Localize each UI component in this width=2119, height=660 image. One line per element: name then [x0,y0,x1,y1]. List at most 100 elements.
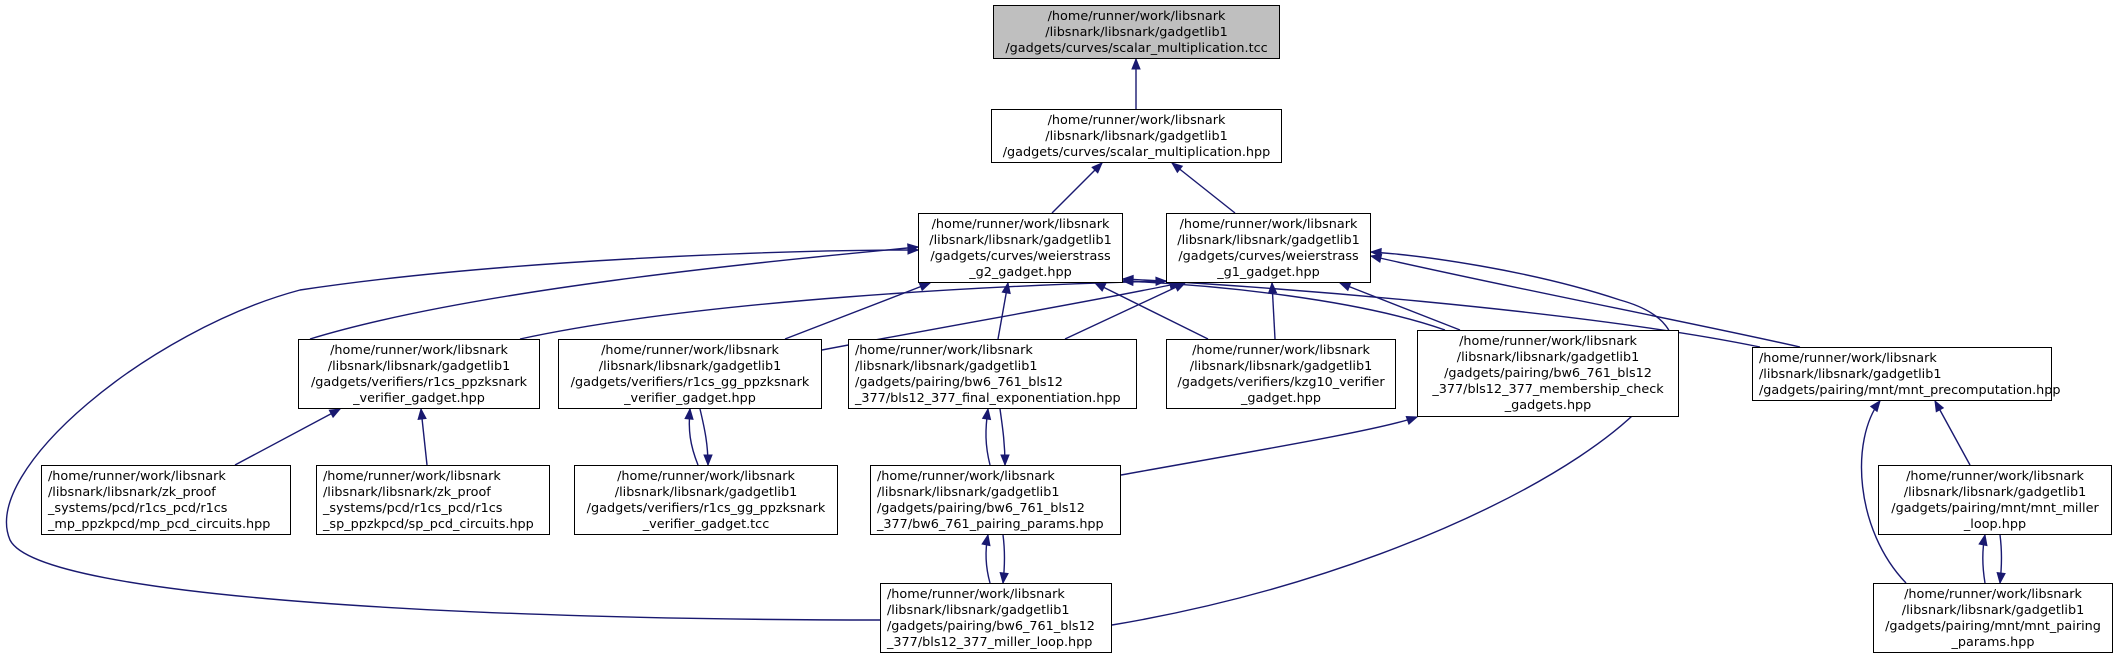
node-line: /gadgets/verifiers/r1cs_ppzksnark [311,375,527,390]
edge-mnt_miller_loop-to-mnt_precomp [1934,399,1971,466]
node-line: _sp_ppzkpcd/sp_pcd_circuits.hpp [323,517,534,532]
node-line: _gadgets.hpp [1504,398,1592,413]
node-line: /home/runner/work/libsnark [931,217,1110,232]
edge-line [1171,162,1236,214]
node-scalar-multiplication-tcc[interactable]: /home/runner/work/libsnark /libsnark/lib… [993,5,1280,59]
node-mnt-precomputation[interactable]: /home/runner/work/libsnark /libsnark/lib… [1752,347,2061,401]
node-line: /home/runner/work/libsnark [1759,351,1937,366]
edge-arrowhead [417,407,427,420]
edge-bw6_miller_loop-to-bw6_pairing_params [981,533,991,584]
node-r1cs-gg-ppzksnark-verifier-gadget-tcc[interactable]: /home/runner/work/libsnark /libsnark/lib… [574,465,838,535]
node-line: /home/runner/work/libsnark [323,469,501,484]
edge-r1cs_ppzksnark_verifier-to-weier_g2 [309,243,920,340]
edge-r1cs_ppzksnark_verifier-to-weier_g1 [519,276,1168,340]
edge-arrowhead [981,407,992,421]
node-weierstrass-g1-gadget[interactable]: /home/runner/work/libsnark /libsnark/lib… [1166,213,1371,283]
node-line: /gadgets/pairing/bw6_761_bls12 [887,619,1095,634]
edge-arrowhead [1369,247,1382,258]
edge-arrowhead [1173,282,1187,292]
edge-line [519,280,1167,340]
node-line: /libsnark/libsnark/gadgetlib1 [1759,367,1942,382]
node-line: /libsnark/libsnark/gadgetlib1 [1903,485,2087,500]
node-line: /home/runner/work/libsnark [1904,587,2082,602]
node-line: _verifier_gadget.hpp [624,391,756,406]
node-line: /gadgets/pairing/bw6_761_bls12 [877,501,1085,516]
edge-bw6_miller_loop-to-weier_g2 [5,245,920,621]
edge-r1cs_gg_verifier_hpp-to-weier_g2 [784,282,932,340]
node-bw6-761-pairing-params[interactable]: /home/runner/work/libsnark /libsnark/lib… [870,465,1121,535]
edge-line [1339,282,1461,331]
node-kzg10-verifier-gadget[interactable]: /home/runner/work/libsnark /libsnark/lib… [1166,339,1396,409]
node-line: /home/runner/work/libsnark [877,469,1055,484]
edge-arrowhead [1091,162,1103,174]
edge-mnt_miller_loop-to-mnt_pairing_params [1996,534,2006,585]
node-line: _gadget.hpp [1241,391,1321,406]
edge-bw6_miller_loop-to-weier_g1 [1111,247,1675,626]
node-line: /libsnark/libsnark/gadgetlib1 [887,603,1070,618]
edge-arrowhead [907,245,920,255]
node-line: /gadgets/verifiers/r1cs_gg_ppzksnark [586,501,826,516]
node-line: _g2_gadget.hpp [969,265,1072,280]
node-sp-pcd-circuits[interactable]: /home/runner/work/libsnark /libsnark/lib… [316,465,550,535]
edge-arrowhead [1869,399,1881,413]
edge-line [1370,255,1801,348]
node-line: /libsnark/libsnark/gadgetlib1 [1901,603,2085,618]
node-mp-pcd-circuits[interactable]: /home/runner/work/libsnark /libsnark/lib… [41,465,291,535]
edge-kzg10_verifier-to-weier_g1 [1267,281,1278,340]
node-line: /home/runner/work/libsnark [1047,9,1226,24]
edge-line [234,408,341,466]
edge-mnt_pairing_params-to-mnt_precomp [1860,399,1907,584]
node-line: /home/runner/work/libsnark [48,469,226,484]
edge-r1cs_gg_verifier_tcc-to-r1cs_gg_verifier_hpp [684,407,699,466]
node-line: /gadgets/pairing/bw6_761_bls12 [855,375,1063,390]
edge-line [1094,282,1209,340]
edge-arrowhead [1000,454,1010,467]
node-line: /libsnark/libsnark/zk_proof [323,485,491,500]
edge-line [309,246,919,340]
edge-line [1051,162,1103,214]
node-bls12-377-miller-loop[interactable]: /home/runner/work/libsnark /libsnark/lib… [880,583,1112,653]
node-line: /libsnark/libsnark/zk_proof [48,485,216,500]
node-line: /home/runner/work/libsnark [330,343,508,358]
node-weierstrass-g2-gadget[interactable]: /home/runner/work/libsnark /libsnark/lib… [918,213,1123,283]
node-bls12-377-membership-check-gadgets[interactable]: /home/runner/work/libsnark /libsnark/lib… [1417,330,1679,417]
edge-bw6_final_exp-to-bw6_pairing_params [999,408,1010,467]
node-r1cs-gg-ppzksnark-verifier-gadget-hpp[interactable]: /home/runner/work/libsnark /libsnark/lib… [558,339,822,409]
node-line: /libsnark/libsnark/gadgetlib1 [1045,25,1228,40]
edge-mp_pcd-to-r1cs_ppzksnark_verifier [234,408,342,466]
edge-arrowhead [1170,162,1184,174]
edge-mnt_pairing_params-to-mnt_miller_loop [1978,533,1988,584]
edge-line [821,282,1181,351]
node-line: /libsnark/libsnark/gadgetlib1 [855,359,1038,374]
node-line: _377/bw6_761_pairing_params.hpp [877,517,1104,532]
node-r1cs-ppzksnark-verifier-gadget[interactable]: /home/runner/work/libsnark /libsnark/lib… [298,339,540,409]
edge-arrowhead [918,282,932,292]
node-scalar-multiplication-hpp[interactable]: /home/runner/work/libsnark /libsnark/lib… [991,109,1282,163]
node-line: _verifier_gadget.hpp [353,391,485,406]
node-line: /home/runner/work/libsnark [887,587,1065,602]
edge-scalar_hpp-to-scalar_tcc [1131,57,1141,109]
node-line: /home/runner/work/libsnark [855,343,1033,358]
node-line: /gadgets/curves/weierstrass [1178,249,1359,264]
node-mnt-pairing-params[interactable]: /home/runner/work/libsnark /libsnark/lib… [1873,583,2113,653]
node-line: /libsnark/libsnark/gadgetlib1 [327,359,511,374]
node-line: _systems/pcd/r1cs_pcd/r1cs [323,501,503,516]
node-line: /home/runner/work/libsnark [1459,334,1637,349]
node-line: /libsnark/libsnark/gadgetlib1 [1177,233,1360,248]
edge-weier_g1-to-scalar_hpp [1170,162,1236,214]
edge-arrowhead [1338,282,1352,292]
edge-bw6_pairing_params-to-bw6_miller_loop [999,534,1009,585]
node-line: _g1_gadget.hpp [1217,265,1320,280]
node-bls12-377-final-exponentiation[interactable]: /home/runner/work/libsnark /libsnark/lib… [848,339,1137,409]
edge-line [784,282,931,340]
node-line: /libsnark/libsnark/gadgetlib1 [598,359,782,374]
node-mnt-miller-loop[interactable]: /home/runner/work/libsnark /libsnark/lib… [1878,465,2112,535]
node-line: /home/runner/work/libsnark [1179,217,1358,232]
edge-line [1934,400,1971,466]
node-line: /home/runner/work/libsnark [1047,113,1226,128]
node-line: _systems/pcd/r1cs_pcd/r1cs [48,501,228,516]
node-line: /gadgets/curves/scalar_multiplication.tc… [1005,41,1268,56]
edge-bw6_pairing_params-to-bw6_final_exp [981,407,992,466]
